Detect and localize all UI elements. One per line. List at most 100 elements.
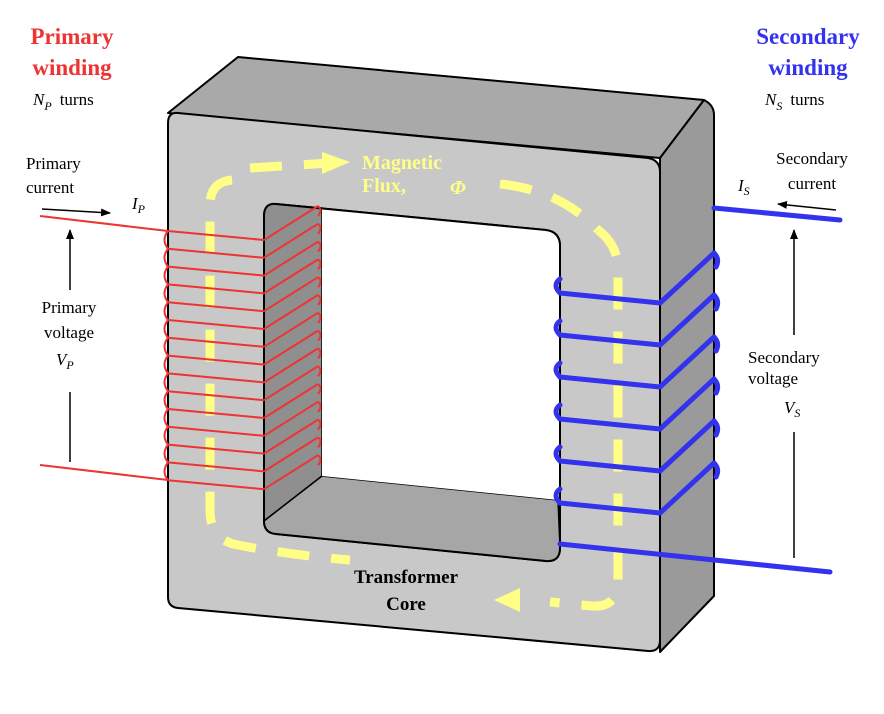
primary-current-label-line1: Primary [26,154,81,173]
secondary-title-line1: Secondary [756,24,860,49]
primary-voltage-label-line2: voltage [44,323,94,342]
primary-turn [317,418,322,431]
secondary-turn [557,290,663,306]
primary-turn [317,454,322,466]
primary-turn [317,205,322,217]
primary-turn [263,383,319,419]
primary-turn [163,283,169,303]
primary-turn [167,301,265,313]
primary-turn [263,365,319,402]
secondary-winding [553,205,843,575]
primary-turn [163,443,169,464]
primary-current-label-line2: current [26,178,74,197]
primary-turn [167,479,265,491]
primary-turn [163,337,169,357]
primary-voltage-symbol: VP [56,350,74,372]
primary-turn [263,222,319,259]
primary-turn [317,329,322,342]
secondary-turn [553,444,563,464]
primary-lead-bottom [39,464,169,481]
secondary-voltage-label-line2: voltage [748,369,798,388]
primary-turn [317,223,322,235]
secondary-turn [553,402,563,422]
primary-turn [163,390,169,410]
secondary-turn [557,332,663,348]
primary-turn [167,443,265,455]
primary-turn [167,354,265,366]
primary-turn [263,400,319,437]
primary-turn [167,265,265,277]
flux-arrow-icon [494,588,520,612]
primary-turn [317,312,322,324]
primary-turn [163,372,169,392]
core-hole-opening [322,208,560,500]
secondary-lead-bottom [557,541,833,575]
arrows [41,200,837,558]
secondary-turn [553,486,563,506]
primary-turn [163,301,169,321]
primary-turn [167,283,265,295]
primary-turn [263,240,319,277]
primary-turn [263,311,319,348]
secondary-current-symbol: IS [737,176,750,198]
primary-turn [263,329,319,366]
primary-turn [163,319,169,339]
transformer-core [167,56,715,653]
secondary-turn [657,376,717,432]
secondary-title-line2: winding [768,55,848,80]
secondary-turn [657,250,717,306]
primary-turn [317,401,322,413]
secondary-turn [553,318,563,338]
primary-title-line2: winding [32,55,112,80]
primary-turn [263,436,319,473]
primary-turn [163,461,169,481]
primary-voltage-label-line1: Primary [42,298,97,317]
secondary-turn [657,460,717,516]
flux-label-line1: Magnetic [362,152,442,174]
secondary-turn [553,360,563,380]
flux-label-line2: Flux, [362,175,406,197]
secondary-voltage-label-line1: Secondary [748,348,820,367]
secondary-current-label-line2: current [788,174,836,193]
core-side-face [659,99,715,653]
primary-turn [167,372,265,384]
secondary-turn [711,376,721,396]
secondary-turn [657,292,717,348]
primary-lead-top [39,215,169,232]
flux-symbol: Φ [450,177,466,199]
primary-turn [317,276,322,288]
primary-turn [263,205,319,241]
current-arrow-icon [41,208,111,217]
primary-turn [167,319,265,330]
secondary-turn [553,276,563,296]
primary-turn [167,390,265,402]
primary-turn [167,336,265,348]
flux-path [205,152,623,612]
primary-turn [167,230,265,241]
primary-turn [263,294,319,330]
secondary-turn [711,292,721,312]
primary-turn [317,365,322,377]
primary-turn [263,454,319,491]
primary-current-symbol: IP [131,194,146,216]
secondary-turn [711,250,721,270]
primary-turn [317,347,322,360]
secondary-lead-top [711,205,843,223]
secondary-turn [557,500,663,516]
primary-winding [39,205,322,491]
primary-turn [317,436,322,449]
primary-turn [167,247,265,259]
secondary-turn [657,334,717,390]
secondary-voltage-symbol: VS [784,398,800,420]
primary-turn [163,248,169,268]
primary-turn [167,461,265,473]
secondary-current-label-line1: Secondary [776,149,848,168]
core-label-line2: Core [386,594,426,615]
secondary-turn [711,418,721,438]
core-label-line1: Transformer [354,567,459,588]
secondary-turn [711,334,721,354]
primary-title-line1: Primary [30,24,114,49]
primary-turn [163,354,169,375]
